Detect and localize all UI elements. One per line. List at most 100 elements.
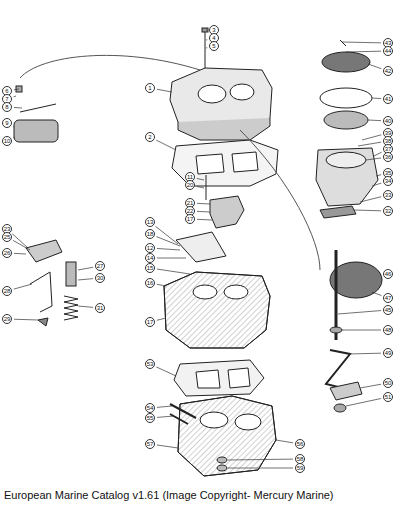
leader-line — [372, 183, 381, 186]
callout-number: 54 — [145, 403, 155, 413]
float — [14, 120, 58, 142]
callout-number: 33 — [383, 190, 393, 200]
leader-line — [14, 96, 16, 98]
callout-number: 46 — [383, 269, 393, 279]
leader-line — [156, 226, 178, 244]
leader-line — [338, 311, 381, 314]
callout-number: 42 — [383, 66, 393, 76]
leader-line — [360, 384, 381, 388]
leader-line — [197, 178, 204, 180]
callout-number: 17 — [145, 317, 155, 327]
pump-plunger — [66, 262, 76, 286]
callout-number: 28 — [2, 286, 12, 296]
plate — [176, 232, 226, 262]
leader-line — [14, 107, 22, 109]
callout-number: 13 — [145, 217, 155, 227]
leader-line — [156, 140, 176, 150]
pump-spring — [64, 296, 78, 320]
callout-number: 50 — [383, 378, 393, 388]
leader-line — [360, 197, 381, 202]
leader-line — [14, 284, 32, 289]
leader-line — [156, 367, 176, 376]
leader-line — [228, 459, 293, 461]
throttle-shaft — [326, 250, 382, 412]
callout-number: 53 — [145, 359, 155, 369]
leader-line — [12, 234, 28, 248]
leader-line — [78, 279, 93, 280]
callout-number: 36 — [383, 152, 393, 162]
callout-number: 17 — [185, 214, 195, 224]
callout-number: 16 — [145, 278, 155, 288]
leader-line — [354, 210, 381, 212]
leader-line — [368, 120, 381, 122]
callout-number: 29 — [2, 314, 12, 324]
callout-number: 20 — [185, 180, 195, 190]
leader-line — [206, 47, 207, 48]
screw — [206, 175, 207, 200]
leader-line — [197, 211, 210, 213]
leader-line — [374, 152, 382, 156]
leader-line — [382, 277, 383, 278]
leader-line — [14, 319, 38, 321]
leader-line — [14, 253, 26, 255]
callout-number: 18 — [145, 229, 155, 239]
callout-number: 40 — [383, 116, 393, 126]
leader-line — [366, 158, 381, 160]
leader-line — [157, 258, 186, 259]
callout-number: 57 — [145, 439, 155, 449]
leader-line — [368, 64, 381, 69]
callout-number: 26 — [2, 248, 12, 258]
leader-line — [342, 330, 381, 331]
callout-number: 31 — [95, 303, 105, 313]
leader-line — [157, 445, 178, 448]
callout-number: 15 — [145, 263, 155, 273]
leader-line — [13, 240, 30, 250]
callout-number: 30 — [95, 273, 105, 283]
callout-number: 34 — [383, 176, 393, 186]
fuel-line — [20, 55, 200, 78]
leader-line — [197, 203, 210, 205]
callout-number: 59 — [295, 463, 305, 473]
leader-line — [348, 353, 381, 355]
pump-lever — [26, 240, 62, 262]
leader-line — [197, 219, 212, 221]
callout-number: 49 — [383, 348, 393, 358]
leader-line — [346, 398, 381, 406]
leader-line — [13, 137, 15, 139]
leader-line — [362, 135, 381, 140]
leader-line — [157, 318, 166, 320]
callout-number: 32 — [383, 206, 393, 216]
air-horn — [170, 28, 272, 140]
callout-number: 25 — [2, 232, 12, 242]
callout-number: 14 — [145, 253, 155, 263]
leader-line — [372, 292, 381, 296]
callout-number: 47 — [383, 293, 393, 303]
leader-line — [157, 406, 172, 407]
caption: European Marine Catalog v1.61 (Image Cop… — [4, 489, 396, 501]
callout-number: 56 — [295, 439, 305, 449]
callout-number: 41 — [383, 94, 393, 104]
leader-line — [14, 89, 19, 91]
leader-line — [376, 175, 381, 176]
leader-line — [157, 248, 180, 250]
vent-line — [240, 130, 320, 270]
leader-line — [157, 269, 190, 274]
leader-line — [78, 306, 93, 307]
throttle-body — [170, 396, 276, 476]
base-gasket — [174, 360, 264, 396]
callout-number: 5 — [209, 41, 219, 51]
cam — [210, 196, 244, 228]
leader-line — [358, 142, 381, 146]
leader-line — [206, 30, 207, 31]
leader-line — [276, 440, 293, 443]
diaphragm-pump — [316, 40, 378, 218]
float-pin — [20, 104, 56, 112]
main-body — [164, 272, 270, 348]
callout-number: 1 — [145, 83, 155, 93]
callout-number: 9 — [2, 118, 12, 128]
leader-line — [346, 51, 381, 53]
callout-number: 2 — [145, 132, 155, 142]
callout-number: 51 — [383, 392, 393, 402]
